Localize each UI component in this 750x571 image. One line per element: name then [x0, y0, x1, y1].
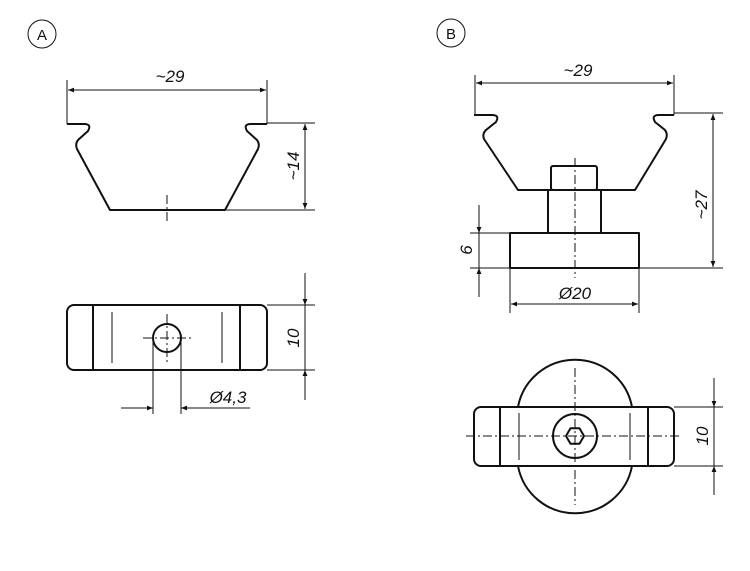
variant-a-side-view: ~29 ~14 [66, 67, 315, 222]
height-dimension: ~14 [284, 152, 303, 181]
height-dimension: 10 [284, 328, 303, 347]
variant-b: B ~29 ~27 6 Ø20 [436, 18, 723, 515]
variant-b-label: B [436, 18, 466, 48]
base-diameter-dimension: Ø20 [558, 284, 592, 303]
width-dimension: ~29 [564, 61, 593, 80]
width-dimension: ~29 [156, 67, 185, 86]
variant-a-top-view: 10 Ø4,3 [66, 273, 315, 414]
height-dimension: 10 [693, 426, 712, 445]
variant-a-label-text: A [37, 27, 47, 44]
variant-a-label: A [27, 19, 57, 49]
base-height-dimension: 6 [457, 245, 476, 255]
variant-b-label-text: B [446, 26, 456, 43]
variant-b-top-view: 10 [466, 358, 723, 515]
hole-diameter-dimension: Ø4,3 [209, 388, 247, 407]
height-dimension: ~27 [692, 190, 711, 219]
variant-a: A ~29 ~14 10 [27, 19, 315, 414]
variant-b-side-view: ~29 ~27 6 Ø20 [457, 61, 723, 313]
